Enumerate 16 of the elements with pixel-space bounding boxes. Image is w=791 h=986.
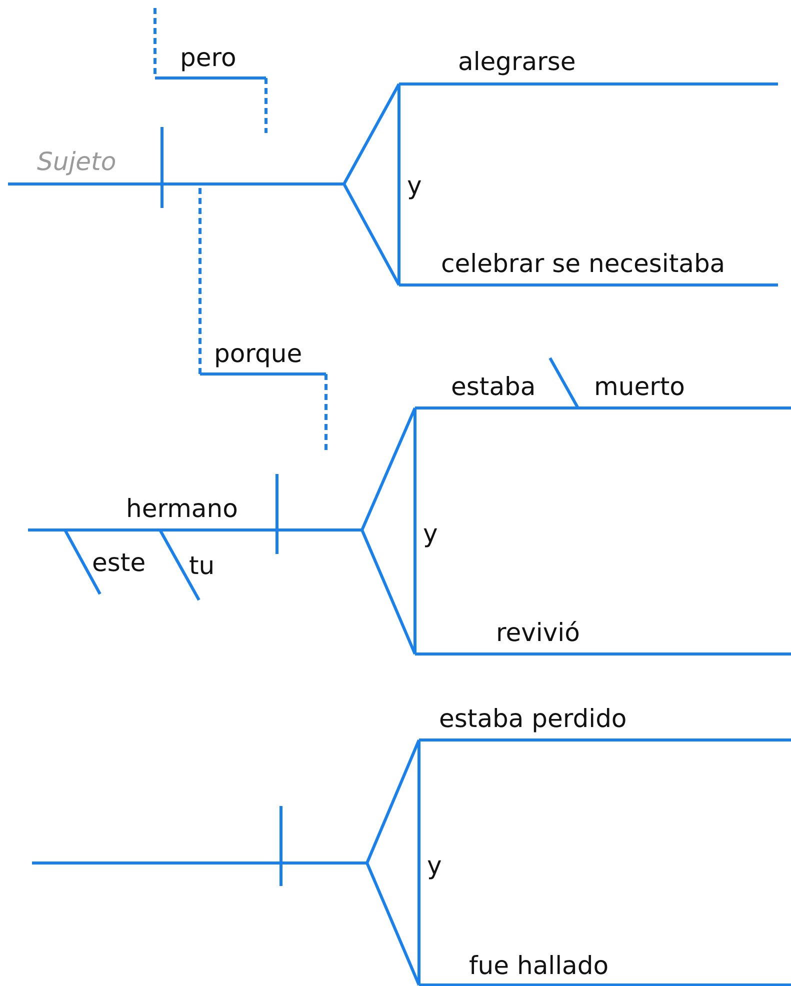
word-label: este [92,548,146,578]
word-label: muerto [594,372,685,402]
word-label: tu [189,551,215,581]
word-label: revivió [496,618,580,648]
word-label: hermano [126,494,238,524]
word-label: fue hallado [469,951,609,981]
word-label: alegrarse [458,47,576,77]
word-label: pero [180,43,236,73]
word-label: y [423,519,438,549]
word-label: estaba perdido [439,704,627,734]
word-label: celebrar se necesitaba [441,249,726,279]
word-label: y [427,851,442,881]
word-label: porque [214,339,302,369]
word-label: estaba [451,372,536,402]
word-label: y [407,171,422,201]
placeholder-label: Sujeto [37,147,116,177]
